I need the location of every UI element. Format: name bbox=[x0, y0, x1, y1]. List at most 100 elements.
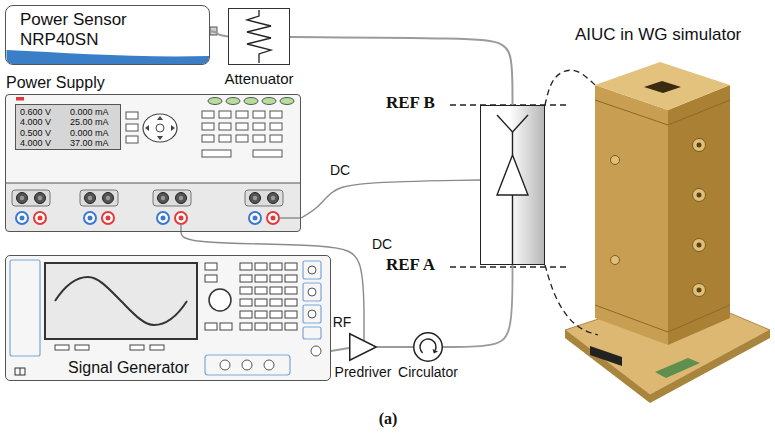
signal-generator-art bbox=[240, 275, 252, 282]
power-supply-art bbox=[102, 212, 114, 224]
signal-generator-art bbox=[45, 263, 197, 339]
aiuc-photo bbox=[595, 62, 730, 110]
power-supply-art bbox=[249, 212, 261, 224]
power-supply-art bbox=[145, 116, 175, 140]
power-supply-art bbox=[12, 190, 50, 206]
power-supply-art bbox=[156, 124, 164, 132]
power-supply-art bbox=[20, 196, 275, 200]
display-panel: 0.600 V0.000 mA4.000 V25.00 mA0.500 V0.0… bbox=[15, 104, 121, 150]
power-sensor-art bbox=[7, 50, 210, 64]
aiuc-photo bbox=[595, 100, 730, 125]
power-supply-art bbox=[5, 183, 301, 184]
aiuc-photo bbox=[693, 284, 706, 297]
power-supply-art bbox=[34, 212, 46, 224]
signal-generator-art bbox=[255, 287, 267, 294]
aiuc-box: REF BREF A bbox=[480, 105, 545, 265]
power-supply-art bbox=[38, 196, 42, 200]
power-supply-art bbox=[219, 123, 231, 130]
power-supply-art bbox=[250, 193, 261, 204]
signal-generator-art bbox=[264, 360, 274, 370]
signal-label: RF bbox=[331, 314, 354, 330]
leader-connector bbox=[545, 265, 598, 335]
aiuc-photo bbox=[611, 156, 620, 165]
signal-generator-art bbox=[205, 263, 217, 270]
power-supply-art bbox=[175, 212, 187, 224]
power-supply-art bbox=[20, 196, 24, 200]
signal-generator-art bbox=[255, 275, 267, 282]
aiuc-schematic bbox=[497, 155, 528, 195]
power-supply-art bbox=[106, 216, 111, 221]
aiuc-photo bbox=[611, 256, 620, 265]
power-supply-art bbox=[5, 94, 301, 232]
power-supply-art bbox=[145, 125, 149, 131]
signal-generator-art bbox=[5, 255, 331, 381]
amplifier-symbol bbox=[349, 333, 377, 361]
power-supply-art bbox=[202, 150, 231, 157]
signal-generator-art bbox=[285, 275, 297, 282]
power-supply-art bbox=[103, 193, 114, 204]
signal-generator-art bbox=[270, 263, 282, 270]
aiuc-photo bbox=[655, 358, 700, 378]
aiuc-photo bbox=[595, 85, 668, 345]
signal-generator-art bbox=[220, 323, 232, 330]
signal-generator-box: Signal Generator bbox=[5, 255, 331, 381]
signal-generator-art bbox=[285, 323, 297, 330]
node-label: REF A bbox=[386, 255, 435, 275]
signal-generator-art bbox=[150, 345, 164, 350]
power-supply-art bbox=[34, 212, 279, 224]
aiuc-photo bbox=[565, 62, 770, 403]
power-supply-art bbox=[208, 98, 222, 105]
aiuc-photo bbox=[668, 85, 730, 345]
power-supply-box: Power Supply0.600 V0.000 mA4.000 V25.00 … bbox=[5, 94, 301, 232]
signal-generator-art bbox=[270, 299, 282, 306]
signal-generator-art bbox=[255, 323, 267, 330]
power-supply-art bbox=[253, 123, 265, 130]
power-supply-art bbox=[202, 111, 214, 118]
power-supply-art bbox=[6, 183, 300, 231]
power-supply-art bbox=[202, 135, 214, 142]
display-reading: 25.00 mA bbox=[70, 117, 109, 127]
aiuc-photo bbox=[644, 81, 681, 93]
photo-panel: AIUC in WG simulator bbox=[560, 50, 772, 405]
signal-generator-art bbox=[55, 263, 297, 350]
power-sensor-box: Power SensorNRP40SN bbox=[5, 5, 210, 65]
signal-generator-art bbox=[255, 299, 267, 306]
power-supply-art bbox=[219, 135, 231, 142]
node-label: NRP40SN bbox=[20, 30, 195, 50]
signal-generator-art bbox=[270, 323, 282, 330]
signal-generator-art bbox=[285, 287, 297, 294]
power-supply-art bbox=[126, 112, 138, 119]
signal-generator-art bbox=[20, 368, 21, 375]
power-supply-art bbox=[88, 196, 92, 200]
signal-generator-art bbox=[303, 261, 321, 279]
aiuc-photo bbox=[697, 143, 702, 148]
power-supply-art bbox=[16, 212, 28, 224]
power-supply-art bbox=[245, 190, 283, 206]
signal-generator-art bbox=[308, 266, 316, 274]
cable-connector bbox=[301, 180, 480, 218]
signal-generator-art bbox=[270, 311, 282, 318]
aiuc-schematic bbox=[497, 115, 513, 132]
attenuator-box: Attenuator bbox=[228, 8, 290, 65]
predriver-triangle: Predriver bbox=[349, 333, 377, 361]
reference-plane bbox=[450, 266, 570, 268]
display-reading: 37.00 mA bbox=[70, 138, 109, 148]
power-supply-art bbox=[262, 98, 276, 105]
power-supply-art bbox=[158, 193, 169, 204]
signal-generator-art bbox=[285, 263, 297, 270]
power-supply-art bbox=[268, 193, 279, 204]
aiuc-photo bbox=[697, 193, 702, 198]
signal-generator-art bbox=[242, 360, 252, 370]
power-supply-art bbox=[143, 114, 177, 142]
node-label: Predriver bbox=[335, 364, 392, 380]
aiuc-photo bbox=[697, 143, 702, 293]
node-label: Signal Generator bbox=[68, 359, 189, 377]
aiuc-schematic bbox=[512, 132, 513, 155]
power-supply-art bbox=[16, 212, 261, 224]
signal-generator-art bbox=[285, 311, 297, 318]
signal-generator-art bbox=[303, 327, 321, 339]
signal-generator-art bbox=[10, 260, 40, 356]
figure-caption: (a) bbox=[379, 410, 398, 428]
power-supply-art bbox=[106, 196, 110, 200]
node-label: Circulator bbox=[398, 364, 458, 380]
